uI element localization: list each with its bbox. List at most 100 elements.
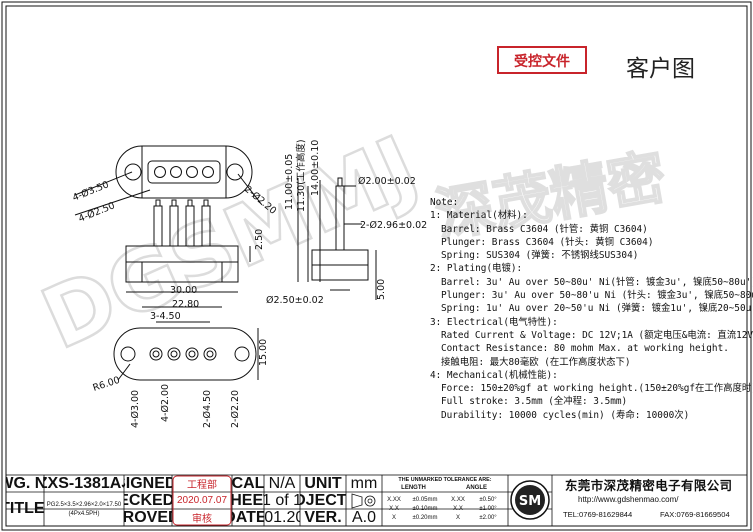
designed-by-label: DESIGNED BY	[124, 475, 172, 492]
tol-len-val: ±0.05mm	[412, 496, 438, 503]
approved-by-value: 审核	[192, 514, 212, 525]
dim-2280: 22.80	[172, 299, 199, 310]
bottom-view	[113, 321, 259, 381]
bottom-pin-hole-inner	[206, 350, 214, 358]
note-line: 3: Electrical(电气特性):	[430, 316, 558, 328]
dim-1400: 14.00±0.10	[310, 140, 321, 196]
pin-hole	[154, 166, 166, 178]
bottom-pin-hole-inner	[152, 350, 160, 358]
tol-len-val: ±0.10mm	[412, 505, 438, 512]
scale-label: SCALE	[232, 475, 264, 492]
pin-tip	[171, 199, 177, 207]
housing-front	[125, 245, 239, 283]
pin-hole	[202, 166, 214, 178]
front-view	[125, 199, 251, 308]
dimension-labels: 4-Ø3.50 4-Ø2.50 2-Ø2.20 11.00±0.05 11.30…	[71, 139, 427, 428]
note-line: 1: Material(材料):	[430, 210, 528, 222]
title-value: PG2.5×3.5×2.96×2.0×17.50	[46, 501, 122, 508]
tolerance-angle-label: ANGLE	[466, 485, 487, 491]
tol-len-key: X.X	[389, 505, 399, 512]
dim-250-h: 2.50	[254, 229, 265, 250]
note-line: Plunger: 3u' Au over 50~80'u Ni (针头: 镀金3…	[441, 290, 753, 302]
sheet-value: 1 of 1	[264, 492, 300, 509]
dim-hole-35: 4-Ø3.50	[71, 179, 110, 203]
bottom-pin-hole	[167, 347, 181, 361]
dim-b450: 2-Ø4.50	[202, 390, 213, 428]
note-line: Contact Resistance: 80 mohm Max. at work…	[441, 343, 729, 355]
bottom-pin-hole-inner	[188, 350, 196, 358]
dwg-no-value: ZXS-1381AJ	[44, 475, 124, 492]
dim-500: 5.00	[376, 279, 387, 300]
dim-1130: 11.30(工作高度)	[295, 139, 307, 212]
note-line: Durability: 10000 cycles(min) (寿命: 10000…	[441, 409, 690, 421]
bottom-pin-hole	[203, 347, 217, 361]
date-label: DATE:	[232, 509, 264, 526]
tol-ang-key: X	[455, 514, 460, 521]
pin-window	[147, 160, 221, 184]
leader-line	[237, 173, 263, 206]
approval-seal	[172, 475, 232, 526]
checked-by-value: 2020.07.07	[176, 495, 228, 506]
dim-200: Ø2.00±0.02	[358, 176, 416, 187]
bottom-pin-hole	[185, 347, 199, 361]
tolerance-length-label: LENGTH	[401, 485, 426, 491]
note-line: Force: 150±20%gf at working height.(150±…	[441, 383, 753, 395]
dim-b200: 4-Ø2.00	[160, 384, 171, 422]
date-value: 08.01.2017	[264, 509, 300, 526]
title-value-2: (4Px4.5PH)	[68, 510, 100, 517]
dim-b220: 2-Ø2.20	[230, 390, 241, 428]
designed-by-value: 工程部	[187, 480, 217, 491]
note-line: 2: Plating(电镀):	[430, 263, 523, 275]
approved-by-label: APPROVED BY	[124, 509, 172, 526]
note-line: Rated Current & Voltage: DC 12V;1A (额定电压…	[441, 329, 753, 341]
leader-line	[74, 171, 133, 196]
note-line: Plunger: Brass C3604 (针头: 黄铜 C3604)	[441, 236, 654, 248]
top-view	[74, 145, 263, 216]
note-line: 4: Mechanical(机械性能):	[430, 369, 558, 381]
tol-ang-val: ±0.50°	[479, 496, 497, 503]
dim-hole-25: 4-Ø2.50	[77, 200, 116, 224]
projection-symbol	[351, 493, 376, 509]
tol-len-val: ±0.20mm	[412, 514, 438, 521]
dwg-no-label: DWG. NO.	[6, 475, 44, 492]
pin-tip	[187, 199, 193, 207]
ver-value: A.0	[351, 509, 376, 526]
pin-hole	[170, 166, 182, 178]
company-tel: TEL:0769-81629844	[563, 510, 633, 519]
title-block-grid	[5, 474, 748, 527]
tol-ang-val: ±1.00°	[479, 505, 497, 512]
company-logo: SM	[510, 480, 550, 520]
notes-block: Note: 1: Material(材料): Barrel: Brass C36…	[430, 196, 753, 422]
leader-line	[117, 363, 131, 381]
tol-len-key: X	[391, 514, 396, 521]
sheet-label: SHEET:	[232, 492, 264, 509]
mount-hole-right	[226, 163, 244, 181]
tol-ang-key: X.X	[453, 505, 463, 512]
dim-1500: 15.00	[258, 339, 269, 366]
company-fax: FAX:0769-81669504	[660, 510, 730, 519]
bottom-outline	[113, 327, 257, 381]
dim-250-b: Ø2.50±0.02	[266, 295, 324, 306]
company-name: 东莞市深茂精密电子有限公司	[565, 478, 733, 493]
controlled-document-stamp: 受控文件	[497, 46, 587, 74]
bottom-pin-hole-inner	[170, 350, 178, 358]
note-line: Full stroke: 3.5mm (全冲程: 3.5mm)	[441, 396, 628, 408]
company-website: http://www.gdshenmao.com/	[578, 495, 679, 504]
client-drawing-label: 客户图	[626, 56, 695, 82]
dim-3000: 30.00	[170, 285, 197, 296]
pin-tip	[155, 199, 161, 207]
logo-text: SM	[519, 494, 541, 509]
projection-label: PROJECTION	[300, 492, 346, 509]
dim-1105: 11.00±0.05	[284, 154, 295, 210]
unit-value: mm	[350, 475, 378, 492]
pin-hole	[186, 166, 198, 178]
dim-450-top: 3-4.50	[150, 311, 181, 322]
bottom-hole-right	[234, 346, 250, 362]
ver-label: VER.	[304, 509, 342, 526]
note-line: Spring: SUS304 (弹簧: 不锈钢线SUS304)	[441, 250, 639, 262]
tol-ang-key: X.XX	[451, 496, 465, 503]
tol-len-key: X.XX	[387, 496, 401, 503]
